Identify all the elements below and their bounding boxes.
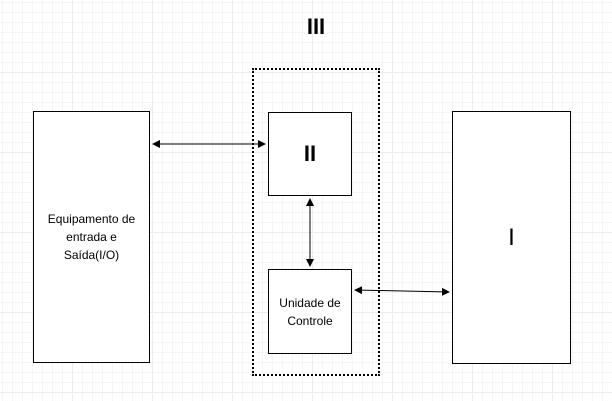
io-label-line1: Equipamento de: [47, 212, 136, 226]
box-i-label: I: [508, 223, 515, 251]
dotted-group-iii: [252, 68, 380, 376]
box-ii-label: II: [303, 141, 317, 166]
control-unit-label: Unidade de Controle: [279, 294, 340, 330]
io-equipment-label: Equipamento de entrada e Saída(I/O): [48, 210, 135, 264]
io-label-line2: entrada e: [66, 230, 117, 244]
box-ii: II: [268, 112, 352, 196]
io-label-line3: Saída(I/O): [63, 248, 120, 262]
arrow-control-to-i: [354, 286, 450, 296]
io-equipment-box: Equipamento de entrada e Saída(I/O): [33, 111, 150, 363]
group-label: III: [306, 14, 326, 39]
control-label-line1: Unidade de: [279, 295, 341, 310]
control-unit-box: Unidade de Controle: [268, 269, 352, 354]
box-i: I: [452, 111, 571, 364]
control-label-line2: Controle: [287, 313, 333, 328]
